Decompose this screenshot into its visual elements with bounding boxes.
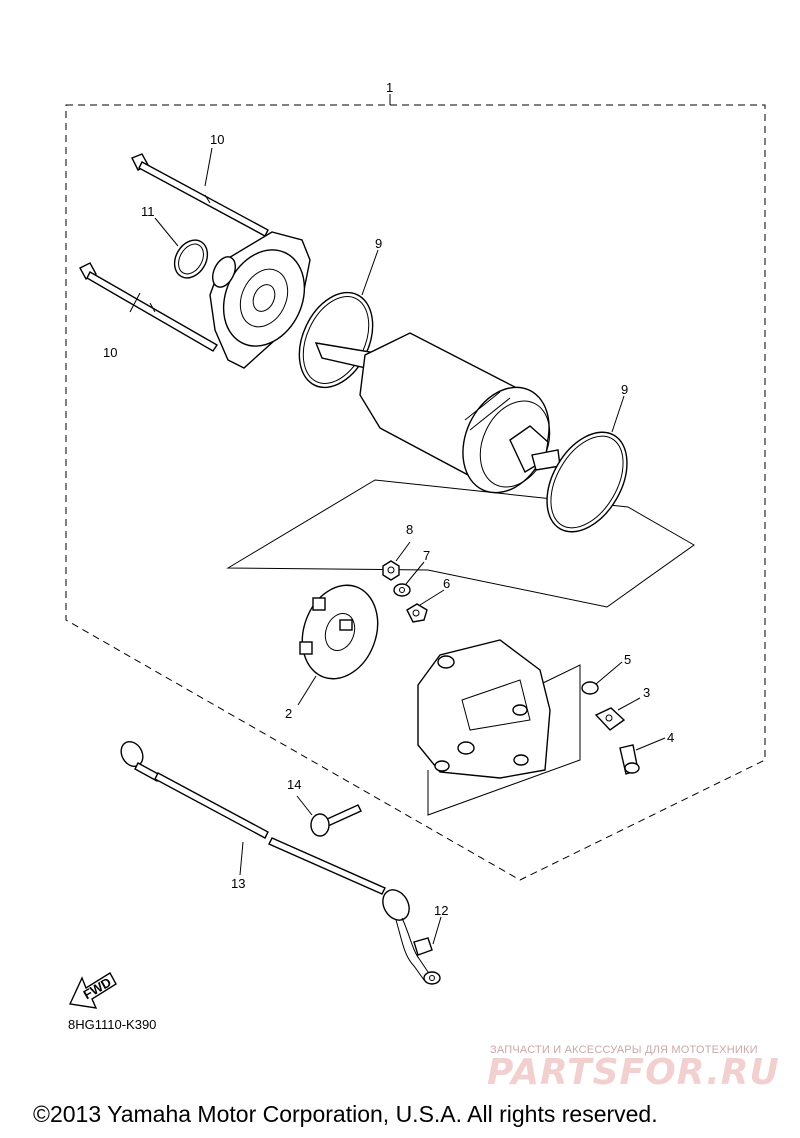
diagram-code: 8HG1110-K390 — [68, 1017, 157, 1032]
motor-body — [314, 332, 561, 494]
washer-6 — [406, 603, 428, 623]
callout-12: 12 — [434, 903, 448, 918]
fwd-arrow: FWD — [68, 972, 117, 1009]
callout-4: 4 — [667, 730, 674, 745]
watermark-logo: PARTSFOR.RU — [487, 1052, 780, 1093]
callout-8: 8 — [406, 522, 413, 537]
washer-5 — [581, 681, 599, 695]
nut-8 — [382, 560, 400, 581]
front-cover — [209, 231, 311, 369]
callout-14: 14 — [287, 777, 301, 792]
through-bolt-upper — [131, 153, 269, 237]
starter-cable — [120, 740, 441, 985]
rear-cover — [417, 639, 551, 779]
o-ring-small — [173, 239, 209, 279]
rear-cover-frame — [427, 664, 581, 816]
washer-7 — [393, 583, 411, 597]
callout-leaders — [129, 147, 666, 945]
callout-13: 13 — [231, 876, 245, 891]
callout-9-upper: 9 — [375, 236, 382, 251]
callout-10-upper: 10 — [210, 132, 224, 147]
bolt-4 — [619, 744, 640, 775]
bolt-14 — [310, 804, 362, 837]
callout-7: 7 — [423, 548, 430, 563]
callout-10-lower: 10 — [103, 345, 117, 360]
callout-5: 5 — [624, 652, 631, 667]
callout-3: 3 — [643, 685, 650, 700]
callout-11: 11 — [141, 204, 155, 219]
terminal-clip-3 — [594, 707, 626, 731]
copyright-notice: ©2013 Yamaha Motor Corporation, U.S.A. A… — [33, 1101, 658, 1127]
watermark-tagline: ЗАПЧАСТИ И АКСЕССУАРЫ ДЛЯ МОТОТЕХНИКИ — [490, 1044, 758, 1056]
callout-6: 6 — [443, 576, 450, 591]
callout-1: 1 — [386, 80, 393, 95]
callout-9-lower: 9 — [621, 382, 628, 397]
through-bolt-lower — [79, 262, 218, 352]
reference-plane — [226, 479, 695, 608]
brush-holder-plate — [299, 584, 379, 680]
assembly-boundary — [65, 104, 766, 881]
callout-2: 2 — [285, 706, 292, 721]
